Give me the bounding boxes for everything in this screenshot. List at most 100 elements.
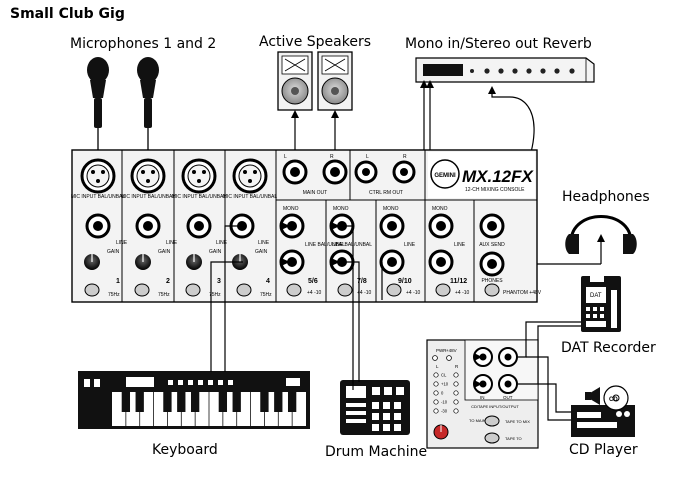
rca-out-right — [498, 374, 518, 394]
cd-player-label: CD Player — [569, 442, 638, 458]
main-out-l-label: L — [284, 154, 287, 160]
phones-label: PHONES — [481, 278, 503, 284]
mixer-subtitle: 12-CH MIXING CONSOLE — [465, 187, 525, 193]
svg-text:CD: CD — [609, 397, 618, 403]
meter-led-right — [453, 381, 459, 387]
xlr-input-ch3 — [181, 158, 217, 194]
switch-ch2 — [134, 283, 150, 297]
in-label: IN — [480, 395, 485, 400]
ctrl-rm-out-left-jack — [354, 160, 378, 184]
to-main-label: TO MAIN MIX — [469, 418, 494, 423]
hz-label-2: 75Hz — [158, 292, 170, 298]
gain-knob-ch2 — [135, 254, 151, 270]
tape-level-knob — [433, 424, 449, 440]
meter-level-label: -30 — [441, 409, 448, 414]
meter-level-label: -10 — [441, 400, 448, 405]
mixer-model: MX.12FX — [462, 167, 535, 186]
keyboard-icon — [78, 371, 310, 429]
line-label-1: LINE — [116, 240, 128, 246]
drum-machine-icon — [340, 380, 410, 435]
xlr-input-ch2 — [130, 158, 166, 194]
channel-label-1: 1 — [116, 278, 120, 285]
microphone-1-icon — [87, 57, 109, 128]
meter-led-left — [433, 381, 439, 387]
io-label: CD/TAPE INPUT/OUTPUT — [471, 404, 519, 409]
line-jack-ch1 — [85, 213, 111, 239]
line-label-3: LINE — [216, 240, 228, 246]
line-jack-ch2 — [135, 213, 161, 239]
meter-level-label: 0 — [441, 391, 444, 396]
pwr-label: PWR — [436, 348, 447, 353]
dat-brand-label: DAT — [590, 293, 602, 299]
reverb-label: Mono in/Stereo out Reverb — [405, 36, 592, 52]
meter-r-label: R — [455, 364, 459, 369]
line-jack-ch11-12 — [428, 249, 454, 275]
mic-input-label-1: MIC INPUT BAL/UNBAL — [71, 194, 126, 200]
line-label-11-12: LINE — [454, 242, 466, 248]
meter-level-label: +10 — [441, 382, 449, 387]
ctrl-rm-r-label: R — [403, 154, 407, 160]
dat-recorder-icon: DAT — [581, 276, 621, 332]
out-label: OUT — [503, 395, 513, 400]
channel-label-3: 3 — [217, 278, 221, 285]
level-label-7-8: +4 -10 — [357, 290, 372, 296]
line-label-4: LINE — [258, 240, 270, 246]
meter-l-label: L — [436, 364, 439, 369]
rca-out-left — [498, 347, 518, 367]
line-jack-ch5-6 — [279, 249, 305, 275]
switch-ch5-6 — [286, 283, 302, 297]
mono-label-5-6: MONO — [283, 206, 299, 212]
hz-label-4: 75Hz — [260, 292, 272, 298]
phones-jack — [479, 251, 505, 277]
dat-recorder-label: DAT Recorder — [561, 340, 656, 356]
aux-send-label: AUX SEND — [479, 242, 505, 248]
phantom-label: PHANTOM +48V — [503, 290, 542, 296]
keyboard-label: Keyboard — [152, 442, 218, 458]
headphones-icon — [565, 215, 637, 254]
speaker-right-icon — [317, 51, 353, 111]
tape-to-switch — [484, 432, 500, 444]
mono-label-9-10: MONO — [383, 206, 399, 212]
speaker-left-icon — [277, 51, 313, 111]
level-label-11-12: +4 -10 — [455, 290, 470, 296]
xlr-input-ch1 — [80, 158, 116, 194]
active-speakers-label: Active Speakers — [259, 34, 371, 50]
channel-label-7-8: 7/8 — [357, 278, 367, 285]
switch-ch1 — [84, 283, 100, 297]
cd-tape-panel: PWR +48V L R CL+100-10-30 TO MAIN MIX IN… — [426, 339, 539, 449]
line-label-2: LINE — [166, 240, 178, 246]
cd-player-icon: CD — [571, 385, 635, 437]
main-out-left-jack — [282, 159, 308, 185]
headphones-label: Headphones — [562, 189, 650, 205]
microphones-label: Microphones 1 and 2 — [70, 36, 217, 52]
meter-led-right — [453, 372, 459, 378]
ctrl-rm-out-right-jack — [392, 160, 416, 184]
channel-label-2: 2 — [166, 278, 170, 285]
meter-led-left — [433, 408, 439, 414]
gain-knob-ch3 — [186, 254, 202, 270]
mic-input-label-2: MIC INPUT BAL/UNBAL — [121, 194, 176, 200]
gain-label-2: GAIN — [158, 249, 171, 255]
diagram-title: Small Club Gig — [10, 6, 125, 22]
tape-to-mix-switch — [484, 415, 500, 427]
gain-label-1: GAIN — [107, 249, 120, 255]
reverb-unit-icon — [415, 57, 595, 83]
mic-input-label-3: MIC INPUT BAL/UNBAL — [172, 194, 227, 200]
switch-ch11-12 — [435, 283, 451, 297]
xlr-input-ch4 — [232, 158, 268, 194]
line-label-9-10: LINE — [404, 242, 416, 248]
channel-label-4: 4 — [266, 278, 270, 285]
meter-led-left — [433, 390, 439, 396]
meter-led-right — [453, 399, 459, 405]
channel-label-11-12: 11/12 — [450, 278, 467, 285]
level-label-9-10: +4 -10 — [406, 290, 421, 296]
meter-led-right — [453, 408, 459, 414]
line-jack-ch3 — [186, 213, 212, 239]
switch-ch9-10 — [386, 283, 402, 297]
channel-label-5-6: 5/6 — [308, 278, 318, 285]
hz-label-3: 75Hz — [209, 292, 221, 298]
v48-label: +48V — [446, 348, 457, 353]
meter-led-left — [433, 372, 439, 378]
ctrl-rm-out-label: CTRL RM OUT — [369, 190, 403, 196]
